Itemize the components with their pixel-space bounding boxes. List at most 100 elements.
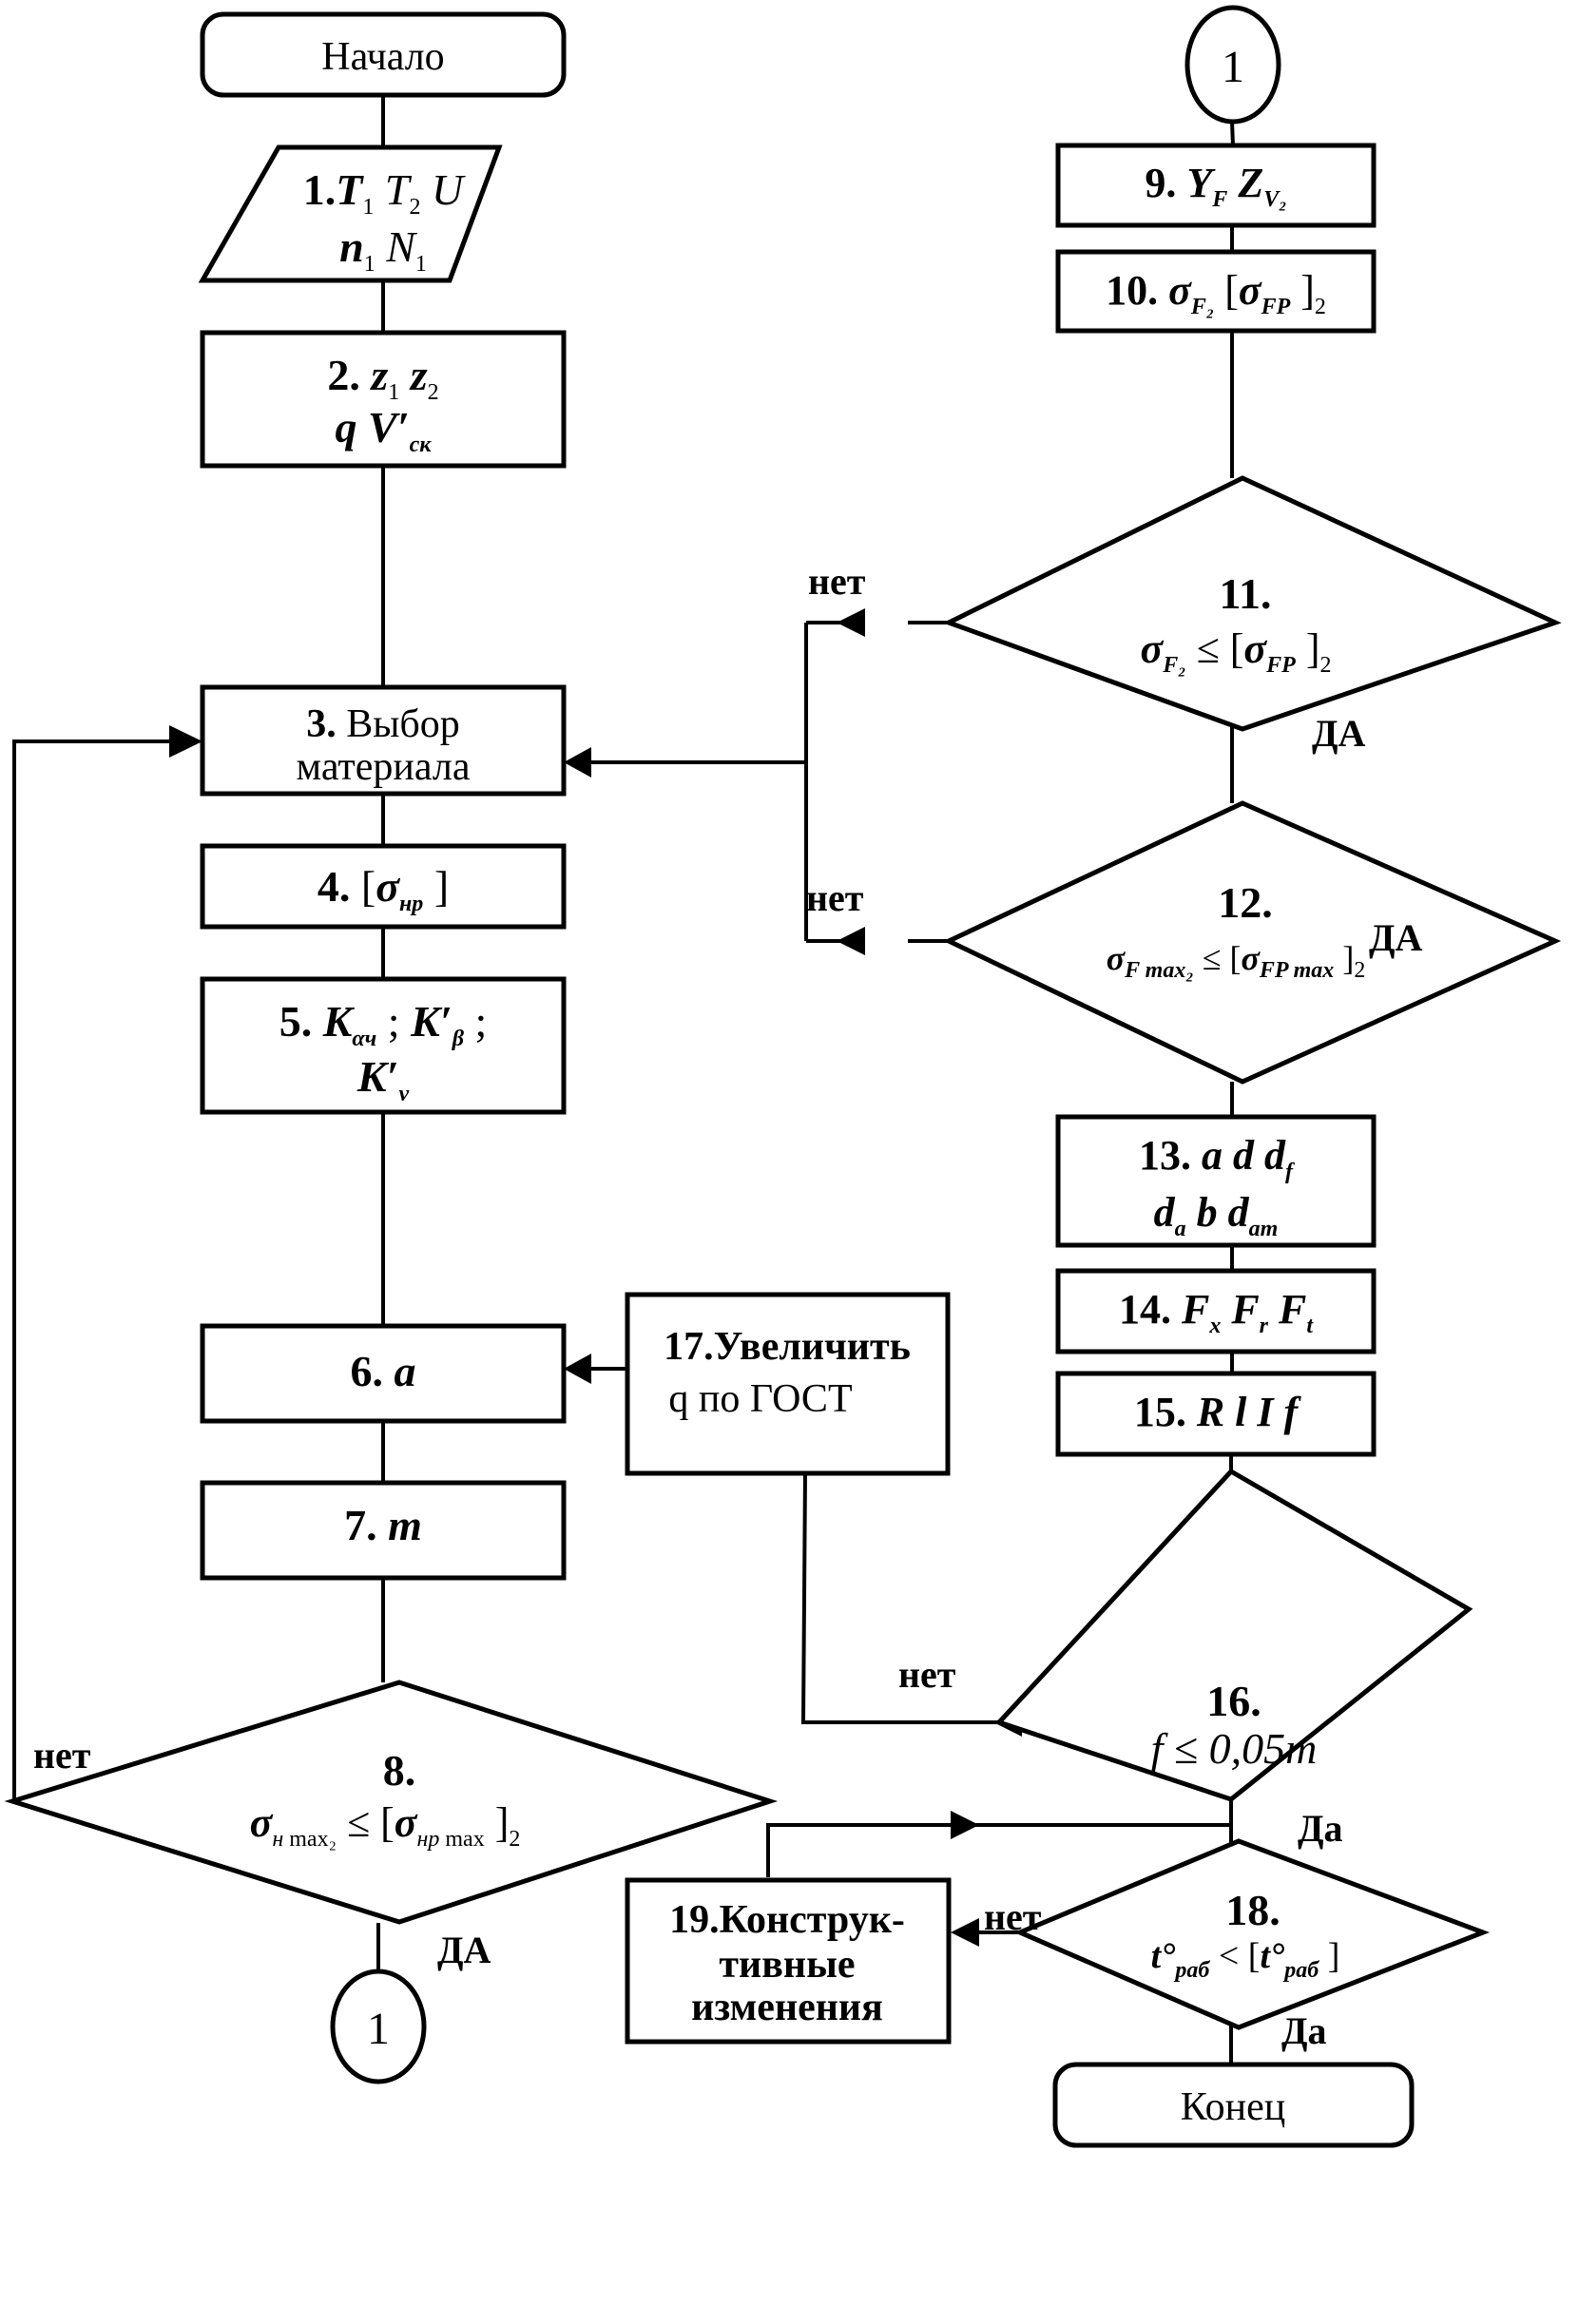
arrow-into-n19: [951, 1918, 979, 1947]
node-n9: 9. YF ZV₂: [1055, 143, 1377, 228]
n5-line2: K′v: [356, 1052, 410, 1106]
node-connector-1-bottom: 1: [330, 1969, 427, 2084]
node-n3: 3. Выбор материала: [200, 684, 567, 797]
arrow-into-n6: [564, 1354, 591, 1384]
process-n2: [200, 330, 567, 469]
process-n17: [625, 1292, 951, 1476]
n17-line2: q по ГОСТ: [668, 1377, 852, 1421]
parallelogram-n1: [198, 144, 503, 283]
decision-n18: [1013, 1838, 1491, 2030]
label-n18-no: нет: [984, 1895, 1042, 1938]
label-n16-yes: Да: [1298, 1807, 1343, 1850]
arrow-into-n3-right: [564, 747, 591, 778]
n13-line2: da b dam: [1154, 1189, 1279, 1241]
decision-n12: [943, 800, 1562, 1085]
n2-line1: 2. z1 z2: [327, 351, 438, 405]
label-n8-yes: ДА: [437, 1929, 491, 1971]
node-n17: 17.Увеличить q по ГОСТ: [625, 1292, 951, 1476]
n8-expr: σн max₂ ≤ [σнр max ]2: [250, 1799, 521, 1852]
n5-line1: 5. Kαч ; K′β ;: [279, 997, 488, 1051]
n19-line2: тивные: [719, 1943, 855, 1987]
label-n11-yes: ДА: [1312, 712, 1366, 755]
process-n6: [200, 1323, 567, 1424]
node-n2: 2. z1 z2 q V′ск: [200, 330, 567, 469]
n8-num: 8.: [383, 1746, 416, 1795]
node-n7: 7. m: [200, 1480, 567, 1581]
edge-n16-no: [800, 1472, 999, 1724]
process-n7: [200, 1480, 567, 1581]
n4-expr: 4. [σнр ]: [318, 862, 449, 916]
n18-expr: t°раб < [t°раб ]: [1151, 1936, 1340, 1983]
n19-line3: изменения: [691, 1986, 883, 2029]
node-n18: 18. t°раб < [t°раб ]: [1013, 1838, 1491, 2030]
connector-top-label: 1: [1222, 42, 1244, 92]
n11-expr: σF₂ ≤ [σFP ]2: [1141, 625, 1332, 678]
n10-expr: 10. σF₂ [σFP ]2: [1106, 267, 1326, 319]
label-n12-no: нет: [806, 876, 864, 919]
label-n16-no: нет: [898, 1653, 956, 1696]
n14-expr: 14. Fx Fr Ft: [1119, 1286, 1314, 1338]
start-label: Начало: [321, 35, 444, 79]
process-n9: [1055, 143, 1377, 228]
node-connector-1-top: 1: [1184, 5, 1281, 125]
node-n6: 6. a: [200, 1323, 567, 1424]
n2-line2: q V′ск: [336, 403, 433, 457]
node-n16: 16. f ≤ 0,05m: [994, 1468, 1473, 1802]
process-n14: [1055, 1268, 1377, 1354]
connector-circle-bottom: [330, 1969, 427, 2084]
end-label: Конец: [1181, 2085, 1286, 2129]
n12-expr: σF max₂ ≤ [σFP max ]2: [1107, 939, 1366, 983]
node-start: Начало: [200, 11, 567, 98]
edge-labels: нет ДА нет ДА нет ДА нет Да нет Да: [33, 560, 1423, 2052]
decision-n8: [4, 1680, 779, 1925]
n15-expr: 15. R l I f: [1134, 1389, 1302, 1435]
terminator-start: [200, 11, 567, 98]
n11-num: 11.: [1220, 569, 1272, 618]
decision-n16: [994, 1468, 1473, 1802]
connector-circle-top: [1184, 5, 1281, 125]
process-n3: [200, 684, 567, 797]
n12-num: 12.: [1218, 878, 1273, 927]
decision-n11: [942, 475, 1562, 732]
n17-line1: 17.Увеличить: [664, 1325, 911, 1369]
process-n13: [1055, 1114, 1377, 1248]
node-n12: 12. σF max₂ ≤ [σFP max ]2: [943, 800, 1562, 1085]
process-n10: [1055, 249, 1377, 334]
n3-line2: материала: [297, 745, 471, 789]
arrow-into-n3-left: [169, 725, 202, 758]
process-n5: [200, 976, 567, 1115]
n16-expr: f ≤ 0,05m: [1151, 1724, 1318, 1773]
terminator-end: [1052, 2062, 1415, 2148]
node-end: Конец: [1052, 2062, 1415, 2148]
connectors-left: [12, 95, 385, 1972]
n7-expr: 7. m: [344, 1501, 422, 1549]
node-n10: 10. σF₂ [σFP ]2: [1055, 249, 1377, 334]
node-n8: 8. σн max₂ ≤ [σнр max ]2: [4, 1680, 779, 1925]
label-n8-no: нет: [33, 1734, 91, 1777]
node-n1: 1.T1 T2 U n1 N1: [198, 144, 503, 283]
node-n13: 13. a d df da b dam: [1055, 1114, 1377, 1248]
label-n12-yes: ДА: [1369, 916, 1423, 959]
node-n4: 4. [σнр ]: [200, 843, 567, 930]
node-n19: 19.Конструк- тивные изменения: [625, 1877, 952, 2045]
node-n14: 14. Fx Fr Ft: [1055, 1268, 1377, 1354]
process-n19: [625, 1877, 952, 2045]
n16-num: 16.: [1206, 1677, 1261, 1725]
label-n11-no: нет: [808, 560, 866, 603]
n6-expr: 6. a: [351, 1347, 416, 1395]
n18-num: 18.: [1225, 1886, 1281, 1934]
connectors-right: [564, 121, 1235, 2065]
edge-n19-return: [766, 1823, 1231, 1877]
n19-line1: 19.Конструк-: [669, 1898, 905, 1942]
process-n15: [1055, 1371, 1377, 1457]
edge-c1-n9: [1230, 121, 1235, 146]
node-n11: 11. σF₂ ≤ [σFP ]2: [942, 475, 1562, 732]
node-n5: 5. Kαч ; K′β ; K′v: [200, 976, 567, 1115]
connector-bottom-label: 1: [367, 2004, 390, 2054]
edge-n8-no-loop: [12, 739, 176, 1801]
label-n18-yes: Да: [1281, 2009, 1327, 2052]
node-n15: 15. R l I f: [1055, 1371, 1377, 1457]
n13-line1: 13. a d df: [1139, 1132, 1295, 1184]
n1-line2: n1 N1: [339, 222, 427, 277]
